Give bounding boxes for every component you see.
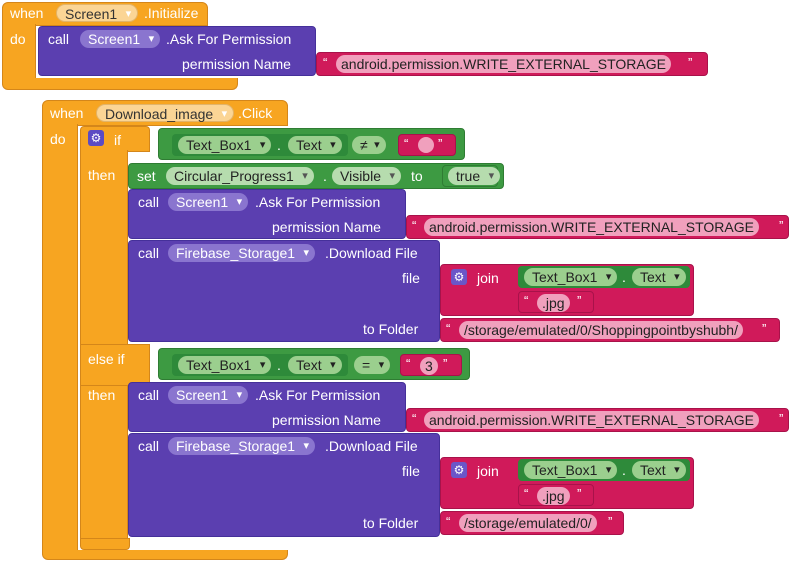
boolean-dropdown-true[interactable]: true <box>448 167 501 185</box>
event-name: .Click <box>238 105 273 121</box>
property-dropdown-text[interactable]: Text <box>288 356 342 374</box>
property-dropdown-text[interactable]: Text <box>288 136 342 154</box>
file-param-label: file <box>402 463 420 479</box>
dot-separator: . <box>277 137 281 153</box>
close-quote: ” <box>608 514 613 529</box>
permission-name-label: permission Name <box>272 412 381 428</box>
permission-string-value[interactable]: android.permission.WRITE_EXTERNAL_STORAG… <box>424 411 759 429</box>
elseif-keyword: else if <box>88 351 125 367</box>
component-dropdown-screen1[interactable]: Screen1 <box>56 4 139 23</box>
permission-name-label: permission Name <box>272 219 381 235</box>
folder-string-value[interactable]: /storage/emulated/0/Shoppingpointbyshubh… <box>459 321 743 339</box>
close-quote: ” <box>438 136 443 151</box>
method-name: .Ask For Permission <box>255 387 381 403</box>
close-quote: ” <box>577 293 582 308</box>
gear-icon[interactable]: ⚙ <box>88 130 104 146</box>
permission-string-value[interactable]: android.permission.WRITE_EXTERNAL_STORAG… <box>424 218 759 236</box>
close-quote: ” <box>779 411 784 426</box>
close-quote: ” <box>779 218 784 233</box>
property-dropdown-text[interactable]: Text <box>632 268 686 286</box>
component-dropdown-text-box1[interactable]: Text_Box1 <box>524 268 618 286</box>
screen-initialize-event-foot <box>2 78 238 90</box>
close-quote: ” <box>762 321 767 336</box>
then-keyword: then <box>88 167 116 183</box>
close-quote: ” <box>577 486 582 501</box>
component-dropdown-screen1-call[interactable]: Screen1 <box>168 193 249 211</box>
do-keyword: do <box>10 31 26 47</box>
property-dropdown-visible[interactable]: Visible <box>332 167 401 185</box>
call-keyword: call <box>138 438 160 454</box>
when-keyword: when <box>50 105 84 121</box>
join-keyword: join <box>477 463 499 479</box>
jpg-string-value[interactable]: .jpg <box>537 294 570 312</box>
three-string-value[interactable]: 3 <box>420 357 438 375</box>
open-quote: “ <box>524 293 529 308</box>
to-keyword: to <box>411 168 423 184</box>
if-keyword: if <box>114 132 121 148</box>
call-keyword: call <box>138 194 160 210</box>
open-quote: “ <box>404 136 409 151</box>
method-name: .Download File <box>325 245 418 261</box>
open-quote: “ <box>412 218 417 233</box>
component-dropdown-text-box1[interactable]: Text_Box1 <box>178 136 272 154</box>
component-dropdown-firebase-storage1[interactable]: Firebase_Storage1 <box>168 244 316 262</box>
component-dropdown-text-box1[interactable]: Text_Box1 <box>178 356 272 374</box>
call-keyword: call <box>48 31 70 47</box>
open-quote: “ <box>323 55 328 70</box>
close-quote: ” <box>688 55 693 70</box>
to-folder-param-label: to Folder <box>363 321 419 337</box>
open-quote: “ <box>406 356 411 371</box>
component-dropdown-screen1-call[interactable]: Screen1 <box>80 30 161 48</box>
open-quote: “ <box>412 411 417 426</box>
join-keyword: join <box>477 270 499 286</box>
set-keyword: set <box>137 168 156 184</box>
component-dropdown-download-image[interactable]: Download_image <box>96 104 235 123</box>
permission-name-label: permission Name <box>182 56 291 72</box>
empty-string-value[interactable] <box>418 137 434 153</box>
dot-separator: . <box>277 357 281 373</box>
dot-separator: . <box>622 462 626 478</box>
download-click-event-body <box>42 124 78 552</box>
elseif-row <box>80 344 150 386</box>
event-name: .Initialize <box>144 5 199 21</box>
gear-icon[interactable]: ⚙ <box>451 462 467 478</box>
method-name: .Download File <box>325 438 418 454</box>
operator-dropdown-equal[interactable]: = <box>354 356 391 374</box>
component-dropdown-firebase-storage1[interactable]: Firebase_Storage1 <box>168 437 316 455</box>
file-param-label: file <box>402 270 420 286</box>
screen-initialize-event-body <box>2 24 36 80</box>
open-quote: “ <box>446 514 451 529</box>
then-keyword-2: then <box>88 387 116 403</box>
component-dropdown-screen1-call[interactable]: Screen1 <box>168 386 249 404</box>
call-keyword: call <box>138 245 160 261</box>
download-click-event-foot <box>42 550 288 560</box>
dot-separator: . <box>323 168 327 184</box>
permission-string-value[interactable]: android.permission.WRITE_EXTERNAL_STORAG… <box>336 55 671 73</box>
operator-dropdown-not-equal[interactable]: ≠ <box>352 136 386 154</box>
if-control-foot <box>80 538 130 550</box>
when-keyword: when <box>10 5 44 21</box>
close-quote: ” <box>443 356 448 371</box>
open-quote: “ <box>446 321 451 336</box>
property-dropdown-text[interactable]: Text <box>632 461 686 479</box>
folder-string-value[interactable]: /storage/emulated/0/ <box>459 514 597 532</box>
jpg-string-value[interactable]: .jpg <box>537 487 570 505</box>
component-dropdown-text-box1[interactable]: Text_Box1 <box>524 461 618 479</box>
method-name: .Ask For Permission <box>166 31 292 47</box>
open-quote: “ <box>524 486 529 501</box>
call-keyword: call <box>138 387 160 403</box>
to-folder-param-label: to Folder <box>363 515 419 531</box>
gear-icon[interactable]: ⚙ <box>451 269 467 285</box>
dot-separator: . <box>622 269 626 285</box>
component-dropdown-circular-progress1[interactable]: Circular_Progress1 <box>166 167 314 185</box>
method-name: .Ask For Permission <box>255 194 381 210</box>
do-keyword: do <box>50 131 66 147</box>
